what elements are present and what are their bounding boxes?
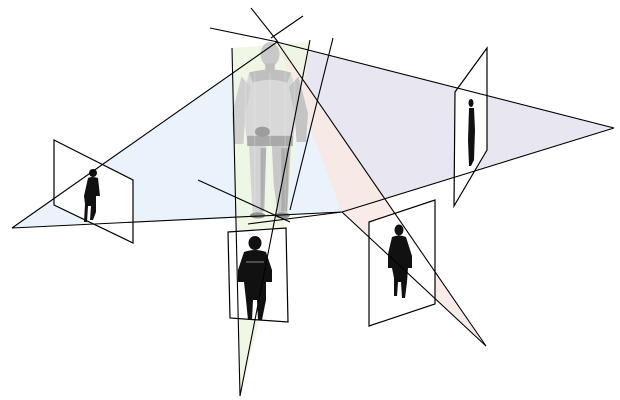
silhouette-right [468, 99, 475, 166]
camera-right [454, 48, 487, 206]
camera-bottom-right [369, 200, 435, 326]
model-head [261, 42, 280, 66]
